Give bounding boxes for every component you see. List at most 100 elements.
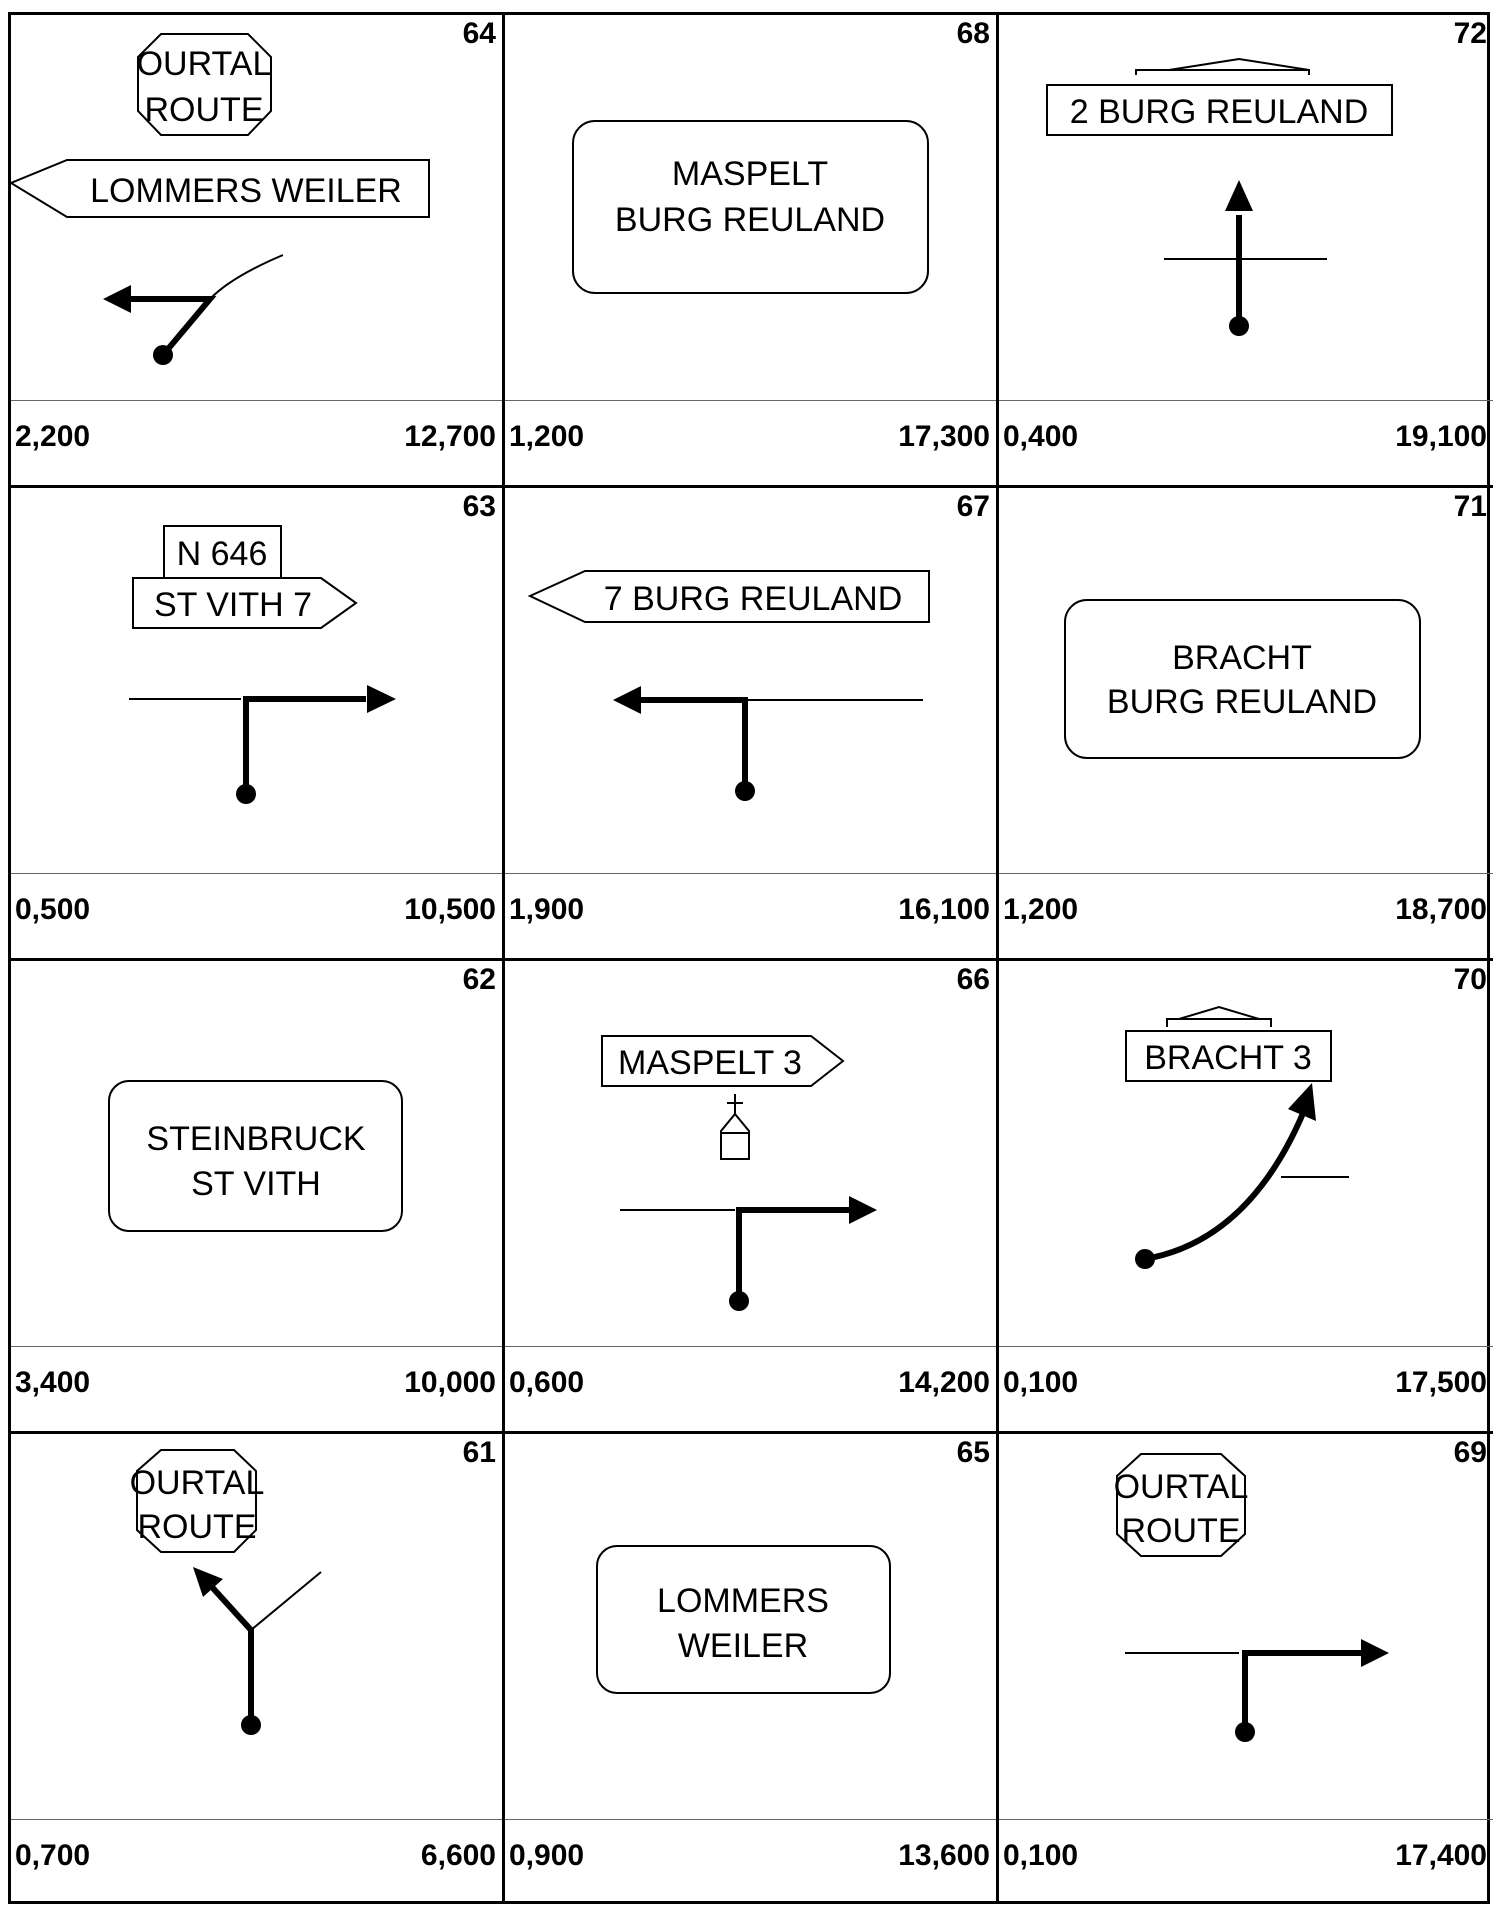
waypoint-number: 69 bbox=[1453, 1436, 1487, 1469]
sign-line: STEINBRUCK bbox=[146, 1120, 365, 1158]
sign-line: LOMMERS bbox=[657, 1582, 829, 1620]
total-distance: 10,500 bbox=[404, 893, 496, 926]
direction-sign-icon bbox=[1046, 84, 1393, 136]
left-pointing-sign-icon bbox=[11, 159, 430, 218]
total-distance: 18,700 bbox=[1395, 893, 1487, 926]
total-distance: 19,100 bbox=[1395, 420, 1487, 453]
route-line bbox=[640, 697, 748, 791]
waypoint-number: 72 bbox=[1453, 17, 1487, 50]
total-distance: 17,400 bbox=[1395, 1839, 1487, 1872]
route-line bbox=[243, 696, 366, 794]
route-line bbox=[1242, 1650, 1361, 1732]
right-pointing-sign-icon bbox=[601, 1035, 845, 1087]
arrow-right-icon bbox=[849, 1196, 877, 1224]
waypoint-number: 63 bbox=[462, 490, 496, 523]
start-dot-icon bbox=[153, 345, 173, 365]
roadbook-cell-65: LOMMERS WEILER 65 0,900 13,600 bbox=[505, 1434, 999, 1901]
ahead-arrow-icon bbox=[1135, 57, 1310, 75]
right-pointing-sign-icon bbox=[132, 577, 358, 629]
divider bbox=[505, 1346, 996, 1347]
partial-distance: 1,200 bbox=[1003, 893, 1079, 926]
partial-distance: 0,900 bbox=[509, 1839, 585, 1872]
info-sign-icon bbox=[596, 1545, 891, 1694]
octagon-sign-icon bbox=[137, 33, 272, 136]
sign-line: MASPELT bbox=[672, 155, 828, 193]
total-distance: 17,300 bbox=[898, 420, 990, 453]
road-line bbox=[250, 1571, 322, 1631]
ahead-arrow-icon bbox=[1166, 1005, 1272, 1027]
total-distance: 13,600 bbox=[898, 1839, 990, 1872]
roadbook-cell-63: N 646 ST VITH 7 63 0,500 10,500 bbox=[11, 488, 505, 961]
arrow-up-left-icon bbox=[193, 1567, 223, 1597]
octagon-sign-icon bbox=[136, 1449, 257, 1553]
info-sign-icon bbox=[108, 1080, 403, 1232]
direction-sign-text: 7 BURG REULAND bbox=[604, 580, 903, 618]
roadbook-cell-71: BRACHT BURG REULAND 71 1,200 18,700 bbox=[999, 488, 1493, 961]
direction-sign-text: LOMMERS WEILER bbox=[90, 172, 402, 210]
route-number-sign-icon bbox=[163, 525, 282, 579]
start-dot-icon bbox=[735, 781, 755, 801]
route-line bbox=[208, 1583, 254, 1725]
arrow-left-icon bbox=[613, 686, 641, 714]
partial-distance: 0,100 bbox=[1003, 1839, 1079, 1872]
start-dot-icon bbox=[729, 1291, 749, 1311]
partial-distance: 0,400 bbox=[1003, 420, 1079, 453]
arrow-left-icon bbox=[103, 285, 131, 313]
divider bbox=[999, 400, 1493, 401]
total-distance: 17,500 bbox=[1395, 1366, 1487, 1399]
start-dot-icon bbox=[1229, 316, 1249, 336]
sign-line: OURTAL bbox=[1114, 1468, 1249, 1506]
roadbook-cell-66: MASPELT 3 66 0,600 14,200 bbox=[505, 961, 999, 1434]
route-line bbox=[121, 296, 217, 357]
arrow-right-icon bbox=[1361, 1639, 1389, 1667]
partial-distance: 1,900 bbox=[509, 893, 585, 926]
divider bbox=[11, 873, 502, 874]
waypoint-number: 65 bbox=[956, 1436, 990, 1469]
divider bbox=[999, 1346, 1493, 1347]
divider bbox=[11, 1346, 502, 1347]
sign-line: WEILER bbox=[678, 1627, 808, 1665]
start-dot-icon bbox=[1135, 1249, 1155, 1269]
waypoint-number: 71 bbox=[1453, 490, 1487, 523]
roadbook-cell-70: BRACHT 3 70 0,100 17,500 bbox=[999, 961, 1493, 1434]
sign-line: BURG REULAND bbox=[615, 201, 885, 239]
sign-line: OURTAL bbox=[137, 45, 272, 83]
direction-sign-icon bbox=[1125, 1030, 1332, 1082]
roadbook-cell-68: MASPELT BURG REULAND 68 1,200 17,300 bbox=[505, 15, 999, 488]
start-dot-icon bbox=[236, 784, 256, 804]
info-sign-icon bbox=[1064, 599, 1421, 759]
roadbook-cell-64: OURTAL ROUTE LOMMERS WEILER 64 2,200 12,… bbox=[11, 15, 505, 488]
total-distance: 10,000 bbox=[404, 1366, 496, 1399]
partial-distance: 1,200 bbox=[509, 420, 585, 453]
waypoint-number: 68 bbox=[956, 17, 990, 50]
start-dot-icon bbox=[241, 1715, 261, 1735]
route-line bbox=[1144, 1109, 1307, 1262]
sign-line: OURTAL bbox=[130, 1464, 265, 1502]
partial-distance: 3,400 bbox=[15, 1366, 91, 1399]
waypoint-number: 67 bbox=[956, 490, 990, 523]
sign-line: ST VITH bbox=[191, 1165, 321, 1203]
route-number-text: N 646 bbox=[177, 535, 268, 573]
divider bbox=[505, 1819, 996, 1820]
roadbook-cell-72: 2 BURG REULAND 72 0,400 19,100 bbox=[999, 15, 1493, 488]
direction-sign-text: ST VITH 7 bbox=[154, 586, 312, 624]
sign-line: BRACHT bbox=[1172, 639, 1312, 677]
partial-distance: 2,200 bbox=[15, 420, 91, 453]
waypoint-number: 70 bbox=[1453, 963, 1487, 996]
total-distance: 14,200 bbox=[898, 1366, 990, 1399]
divider bbox=[505, 873, 996, 874]
arrow-right-icon bbox=[367, 685, 396, 713]
sign-line: BURG REULAND bbox=[1107, 683, 1377, 721]
left-pointing-sign-icon bbox=[527, 570, 930, 623]
partial-distance: 0,100 bbox=[1003, 1366, 1079, 1399]
direction-sign-text: BRACHT 3 bbox=[1144, 1039, 1312, 1077]
arrow-up-right-icon bbox=[1288, 1083, 1316, 1121]
info-sign-icon bbox=[572, 120, 929, 294]
partial-distance: 0,600 bbox=[509, 1366, 585, 1399]
waypoint-number: 61 bbox=[462, 1436, 496, 1469]
waypoint-number: 64 bbox=[462, 17, 496, 50]
partial-distance: 0,500 bbox=[15, 893, 91, 926]
direction-sign-text: MASPELT 3 bbox=[618, 1044, 802, 1082]
total-distance: 6,600 bbox=[420, 1839, 496, 1872]
total-distance: 12,700 bbox=[404, 420, 496, 453]
